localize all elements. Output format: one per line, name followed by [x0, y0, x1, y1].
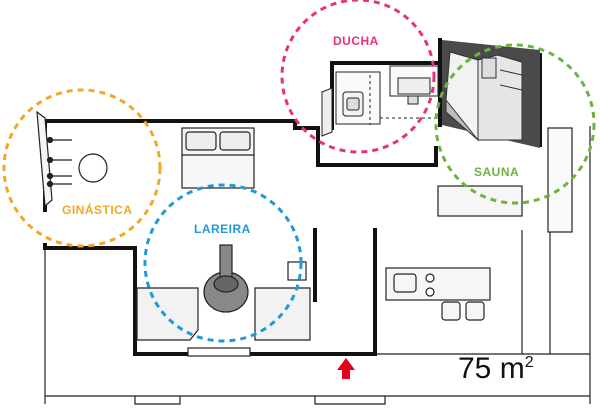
gym-equipment	[36, 110, 108, 208]
zone-ginastica-circle	[2, 88, 162, 248]
kitchen	[385, 127, 573, 321]
living-area	[136, 244, 311, 357]
area-exponent: 2	[524, 354, 534, 371]
red-arrow-up-icon	[337, 358, 355, 379]
zone-label-ducha: DUCHA	[333, 34, 379, 48]
sauna-room	[442, 40, 540, 148]
zone-label-sauna: SAUNA	[474, 165, 520, 179]
area-value: 75 m	[458, 352, 525, 385]
bathroom-fixtures	[321, 65, 442, 137]
area-label: 75 m2	[458, 352, 534, 386]
bed	[181, 127, 255, 189]
zone-ducha-circle	[280, 0, 436, 154]
zone-label-lareira: LAREIRA	[194, 222, 251, 236]
zone-lareira-circle	[143, 183, 303, 343]
zone-label-ginastica: GINÁSTICA	[62, 203, 133, 217]
zone-sauna-circle	[434, 43, 596, 205]
